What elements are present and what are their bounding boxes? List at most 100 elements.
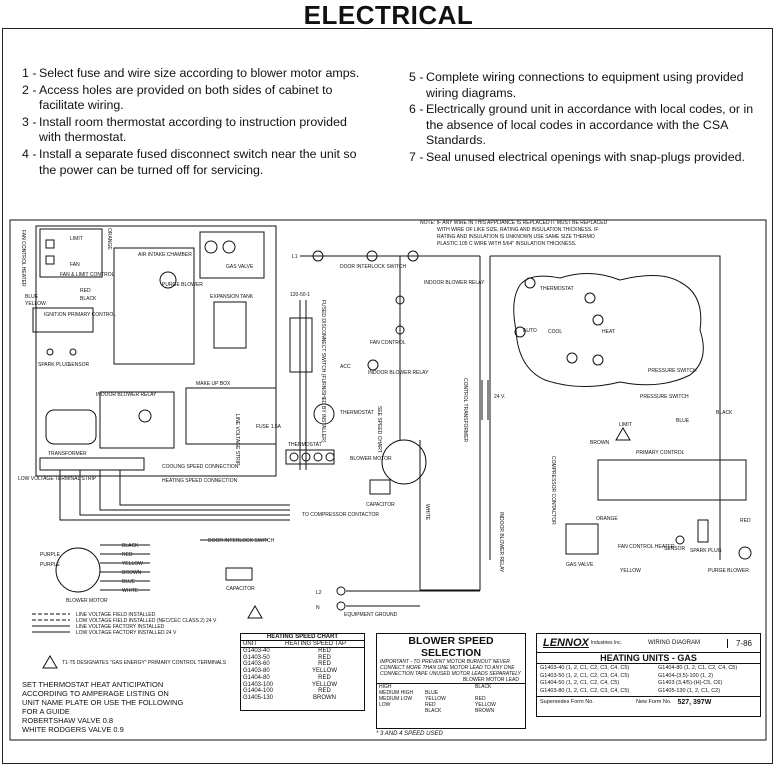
blower-motor-icon — [55, 547, 101, 593]
svg-text:L2: L2 — [316, 590, 322, 596]
model-item: G1404-50 (1, 2, C1, C2, C4, C5) — [540, 680, 620, 686]
heating-speed-chart: HEATING SPEED CHART UNIT HEATING SPEED T… — [240, 633, 365, 711]
furnace-cabinet — [35, 225, 277, 477]
svg-text:WHITE: WHITE — [122, 588, 139, 594]
svg-text:ACC: ACC — [340, 364, 351, 370]
spark-plug-right-icon — [697, 519, 709, 543]
svg-text:24 V.: 24 V. — [494, 394, 505, 400]
notes-right: 5 -Complete wiring connections to equipm… — [409, 70, 754, 167]
notes-left: 1 -Select fuse and wire size according t… — [22, 66, 368, 179]
svg-text:PRESSURE SWITCH: PRESSURE SWITCH — [640, 394, 689, 400]
svg-text:GAS VALVE: GAS VALVE — [226, 264, 254, 270]
svg-text:BLUE: BLUE — [676, 418, 690, 424]
svg-text:EXPANSION TANK: EXPANSION TANK — [210, 294, 254, 300]
svg-text:BLOWER MOTOR: BLOWER MOTOR — [66, 598, 108, 604]
svg-text:THERMOSTAT: THERMOSTAT — [540, 286, 574, 292]
svg-text:ROBERTSHAW VALVE 0.8: ROBERTSHAW VALVE 0.8 — [22, 716, 113, 725]
svg-text:SET THERMOSTAT HEAT ANTICIPATI: SET THERMOSTAT HEAT ANTICIPATION — [22, 680, 163, 689]
purge-blower-right-icon — [738, 546, 752, 560]
svg-text:SPARK PLUG: SPARK PLUG — [38, 362, 70, 368]
note-item: 6 -Electrically ground unit in accordanc… — [409, 102, 754, 148]
svg-text:BROWN: BROWN — [590, 440, 610, 446]
svg-text:YELLOW: YELLOW — [122, 561, 143, 567]
svg-text:UNIT NAME PLATE OR USE THE FOL: UNIT NAME PLATE OR USE THE FOLLOWING — [22, 698, 183, 707]
warning-triangle-icon — [247, 605, 263, 619]
svg-text:SENSOR: SENSOR — [68, 362, 90, 368]
svg-text:FAN CONTROL: FAN CONTROL — [370, 340, 406, 346]
svg-text:PURGE BLOWER: PURGE BLOWER — [708, 568, 749, 574]
fan-switch-icon — [45, 255, 55, 265]
svg-text:PURPLE: PURPLE — [40, 562, 61, 568]
page-title: ELECTRICAL — [303, 0, 474, 30]
svg-text:TRANSFORMER: TRANSFORMER — [48, 451, 87, 457]
svg-text:YELLOW: YELLOW — [620, 568, 641, 574]
blower-motor-mid-icon — [381, 439, 427, 485]
svg-text:COOL: COOL — [548, 329, 562, 335]
svg-text:LIMIT: LIMIT — [619, 422, 632, 428]
fan-limit-control — [39, 228, 103, 278]
svg-text:ORANGE: ORANGE — [596, 516, 618, 522]
svg-text:BLACK: BLACK — [122, 543, 139, 549]
svg-text:LINE VOLTAGE STRIP: LINE VOLTAGE STRIP — [234, 414, 240, 466]
svg-text:COMPRESSOR CONTACTOR: COMPRESSOR CONTACTOR — [550, 456, 556, 525]
svg-text:FAN CONTROL HEATER: FAN CONTROL HEATER — [20, 230, 26, 287]
primary-control-board — [597, 459, 747, 501]
sensor-right-icon — [675, 535, 685, 545]
svg-text:LOW VOLTAGE TERMINAL STRIP: LOW VOLTAGE TERMINAL STRIP — [18, 476, 97, 482]
svg-text:THERMOSTAT: THERMOSTAT — [340, 410, 374, 416]
expansion-tank — [213, 301, 247, 349]
svg-text:CONTROL TRANSFORMER: CONTROL TRANSFORMER — [462, 378, 468, 443]
svg-text:N: N — [316, 605, 320, 611]
svg-text:PURPLE: PURPLE — [40, 552, 61, 558]
capacitor-icon — [225, 567, 253, 581]
relay-coil-icon — [138, 409, 152, 423]
gas-valve-box — [199, 231, 265, 279]
svg-text:FAN: FAN — [70, 262, 80, 268]
gas-valve-right — [565, 523, 599, 555]
svg-text:INDOOR BLOWER RELAY: INDOOR BLOWER RELAY — [368, 370, 429, 376]
svg-text:SPARK PLUG: SPARK PLUG — [690, 548, 722, 554]
svg-text:FOR A GUIDE: FOR A GUIDE — [22, 707, 70, 716]
svg-text:120-50-1: 120-50-1 — [290, 292, 310, 298]
lennox-title-block: LENNOX Industries Inc. WIRING DIAGRAM 7-… — [536, 633, 761, 717]
svg-text:CAPACITOR: CAPACITOR — [226, 586, 255, 592]
diagram-border — [9, 219, 767, 741]
models-right: G1404-80 (1, 2, C1, C2, C4, C5)G1404-(3,… — [658, 665, 737, 695]
svg-text:NOTE: IF ANY WIRE IN THIS APPL: NOTE: IF ANY WIRE IN THIS APPLIANCE IS R… — [420, 220, 608, 226]
svg-text:LOW VOLTAGE FIELD INSTALLED (N: LOW VOLTAGE FIELD INSTALLED (NEC/CEC CLA… — [76, 618, 217, 624]
svg-text:BLACK: BLACK — [716, 410, 733, 416]
svg-text:HEAT: HEAT — [602, 329, 615, 335]
svg-text:HEATING SPEED CONNECTION: HEATING SPEED CONNECTION — [162, 478, 238, 484]
spark-plug-icon — [46, 348, 54, 356]
svg-text:PRIMARY CONTROL: PRIMARY CONTROL — [636, 450, 685, 456]
svg-text:TO COMPRESSOR CONTACTOR: TO COMPRESSOR CONTACTOR — [302, 512, 379, 518]
svg-text:ORANGE: ORANGE — [106, 228, 112, 250]
wire-replacement-note: NOTE: IF ANY WIRE IN THIS APPLIANCE IS R… — [420, 220, 608, 247]
svg-text:WHITE: WHITE — [424, 504, 430, 521]
model-item: G1403 (3,4/5)-(H)-C5, C6) — [658, 680, 723, 686]
svg-text:BLOWER MOTOR: BLOWER MOTOR — [350, 456, 392, 462]
svg-text:COOLING SPEED CONNECTION: COOLING SPEED CONNECTION — [162, 464, 239, 470]
svg-text:BROWN: BROWN — [122, 570, 142, 576]
thermostat-assembly — [513, 273, 704, 388]
svg-text:PRESSURE SWITCH: PRESSURE SWITCH — [648, 368, 697, 374]
make-up-box — [185, 387, 277, 445]
svg-text:AUTO: AUTO — [523, 328, 537, 334]
svg-text:FUSE 1.5A: FUSE 1.5A — [256, 424, 282, 430]
diagram-frame — [2, 28, 773, 764]
svg-text:FAN & LIMIT CONTROL: FAN & LIMIT CONTROL — [60, 272, 115, 278]
svg-text:DOOR INTERLOCK SWITCH: DOOR INTERLOCK SWITCH — [208, 538, 275, 544]
svg-text:RED: RED — [122, 552, 133, 558]
svg-text:LOW VOLTAGE FACTORY INSTALLED: LOW VOLTAGE FACTORY INSTALLED 24 V — [76, 630, 177, 636]
